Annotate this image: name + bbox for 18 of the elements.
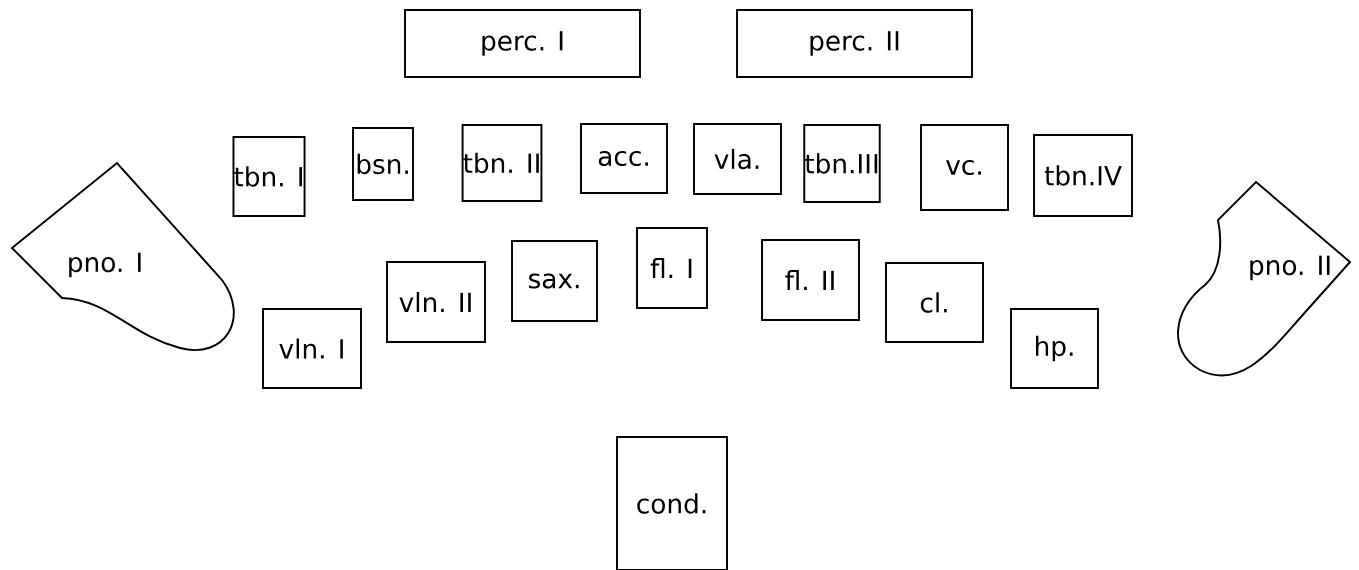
instrument-box: fl. I (636, 227, 708, 309)
instrument-box: sax. (511, 240, 598, 322)
instrument-box: vln. I (262, 308, 362, 389)
instrument-box: vln. II (386, 261, 486, 343)
instrument-box: hp. (1010, 308, 1099, 389)
instrument-box: fl. II (761, 239, 860, 321)
instrument-box: tbn.III (803, 124, 881, 203)
instrument-box: cond. (616, 436, 728, 570)
instrument-box: vla. (693, 123, 782, 195)
instrument-box: acc. (580, 123, 668, 194)
instrument-box: tbn.IV (1033, 134, 1133, 217)
instrument-box: bsn. (352, 127, 414, 201)
instrument-box: cl. (885, 262, 984, 343)
instrument-box: vc. (920, 124, 1009, 211)
instrument-box: perc. II (736, 9, 973, 78)
instrument-box: perc. I (404, 9, 641, 78)
instrument-box: tbn. I (232, 136, 306, 217)
instrument-box: tbn. II (461, 124, 543, 202)
